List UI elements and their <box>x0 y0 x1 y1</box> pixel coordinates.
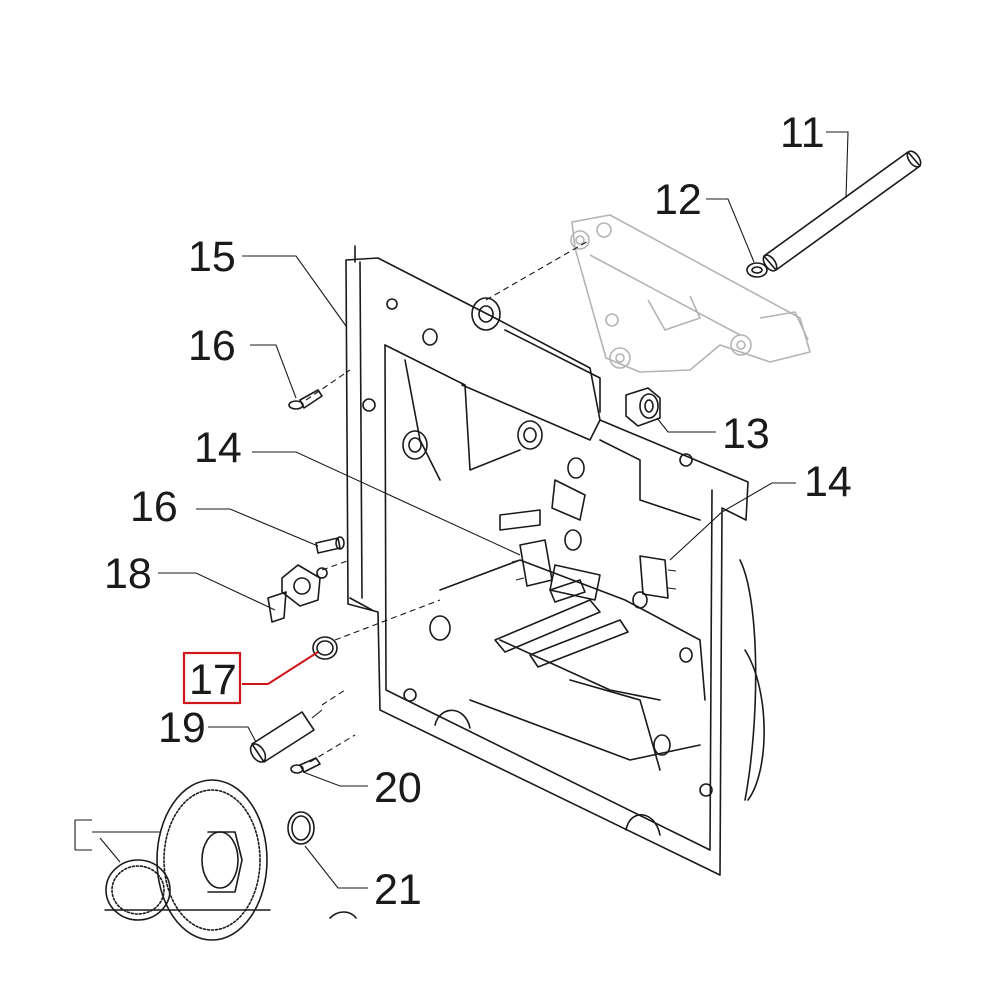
label-14-right: 14 <box>804 458 852 506</box>
label-16-lower: 16 <box>130 483 178 531</box>
highlight-box-17 <box>182 651 242 705</box>
label-14-left: 14 <box>194 424 242 472</box>
leader-11 <box>826 131 849 199</box>
leader-21 <box>304 845 368 889</box>
part-18-lever <box>267 564 328 623</box>
label-16-upper: 16 <box>188 322 236 370</box>
part-15-frame <box>345 245 765 876</box>
leader-13 <box>656 417 716 433</box>
label-17: 17 <box>189 656 237 704</box>
gear-assembly <box>74 779 271 941</box>
leader-18 <box>158 572 276 611</box>
label-21: 21 <box>374 866 422 914</box>
leader-14b <box>669 482 796 561</box>
leader-16a <box>250 344 297 399</box>
leader-lines <box>158 131 849 889</box>
label-18: 18 <box>104 550 152 598</box>
assembly-lines <box>305 239 591 763</box>
leader-20 <box>302 771 368 787</box>
part-14-switch-left <box>511 539 553 587</box>
part-19-cylinder <box>249 709 323 763</box>
part-21-o-ring <box>287 811 357 919</box>
label-12: 12 <box>654 176 702 224</box>
part-17-o-ring <box>312 636 338 660</box>
part-13-bushing <box>625 387 661 427</box>
leader-12 <box>706 198 755 263</box>
label-15: 15 <box>188 233 236 281</box>
label-20: 20 <box>374 764 422 812</box>
part-12-clip <box>746 262 768 278</box>
label-11: 11 <box>780 109 825 157</box>
part-20-screw <box>290 757 321 774</box>
leader-16b <box>196 508 319 547</box>
label-19: 19 <box>158 704 206 752</box>
leader-19 <box>208 726 257 743</box>
part-16-screw-upper <box>288 389 323 410</box>
label-13: 13 <box>722 410 770 458</box>
leader-15 <box>242 255 347 327</box>
part-16-pin-lower <box>315 536 345 554</box>
part-11-shaft <box>762 150 922 272</box>
ghost-bracket-assembly <box>570 214 811 373</box>
leader-14a <box>252 451 521 556</box>
leader-17 <box>242 651 319 685</box>
part-14-switch-right <box>639 555 677 599</box>
